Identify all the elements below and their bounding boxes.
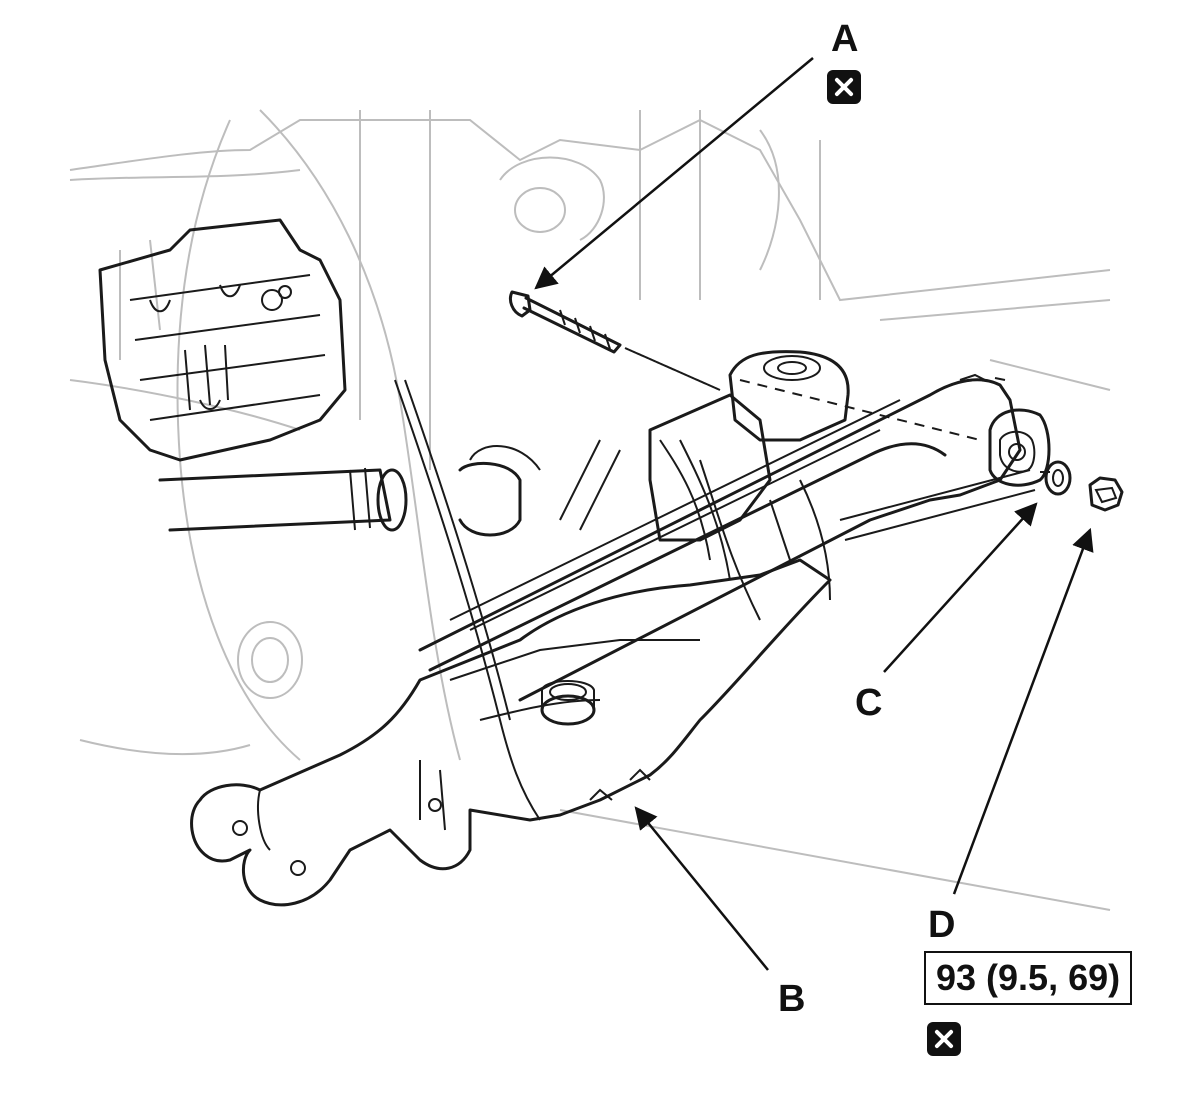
leader-c <box>883 502 1038 673</box>
bolt-a <box>508 290 981 441</box>
replace-x-icon <box>827 70 861 104</box>
leader-d <box>952 527 1094 895</box>
tie-rod <box>394 379 1036 821</box>
spring-seat <box>559 350 850 621</box>
callout-d-label: D <box>928 904 956 946</box>
callout-a-label: A <box>831 18 859 60</box>
callout-c-label: C <box>855 682 883 724</box>
leader-b <box>634 806 769 971</box>
torque-spec-box: 93 (9.5, 69) <box>924 951 1133 1005</box>
torque-spec-text: 93 (9.5, 69) <box>936 957 1121 998</box>
leader-a <box>534 57 814 290</box>
washer-and-nut <box>1040 460 1124 512</box>
callout-b-label: B <box>778 978 806 1020</box>
replace-x-icon <box>927 1022 961 1056</box>
lateral-link <box>418 373 1051 702</box>
brake-caliper <box>98 218 347 462</box>
trailing-arm <box>190 558 832 907</box>
left-rod <box>158 445 541 537</box>
leader-lines <box>534 57 1094 971</box>
